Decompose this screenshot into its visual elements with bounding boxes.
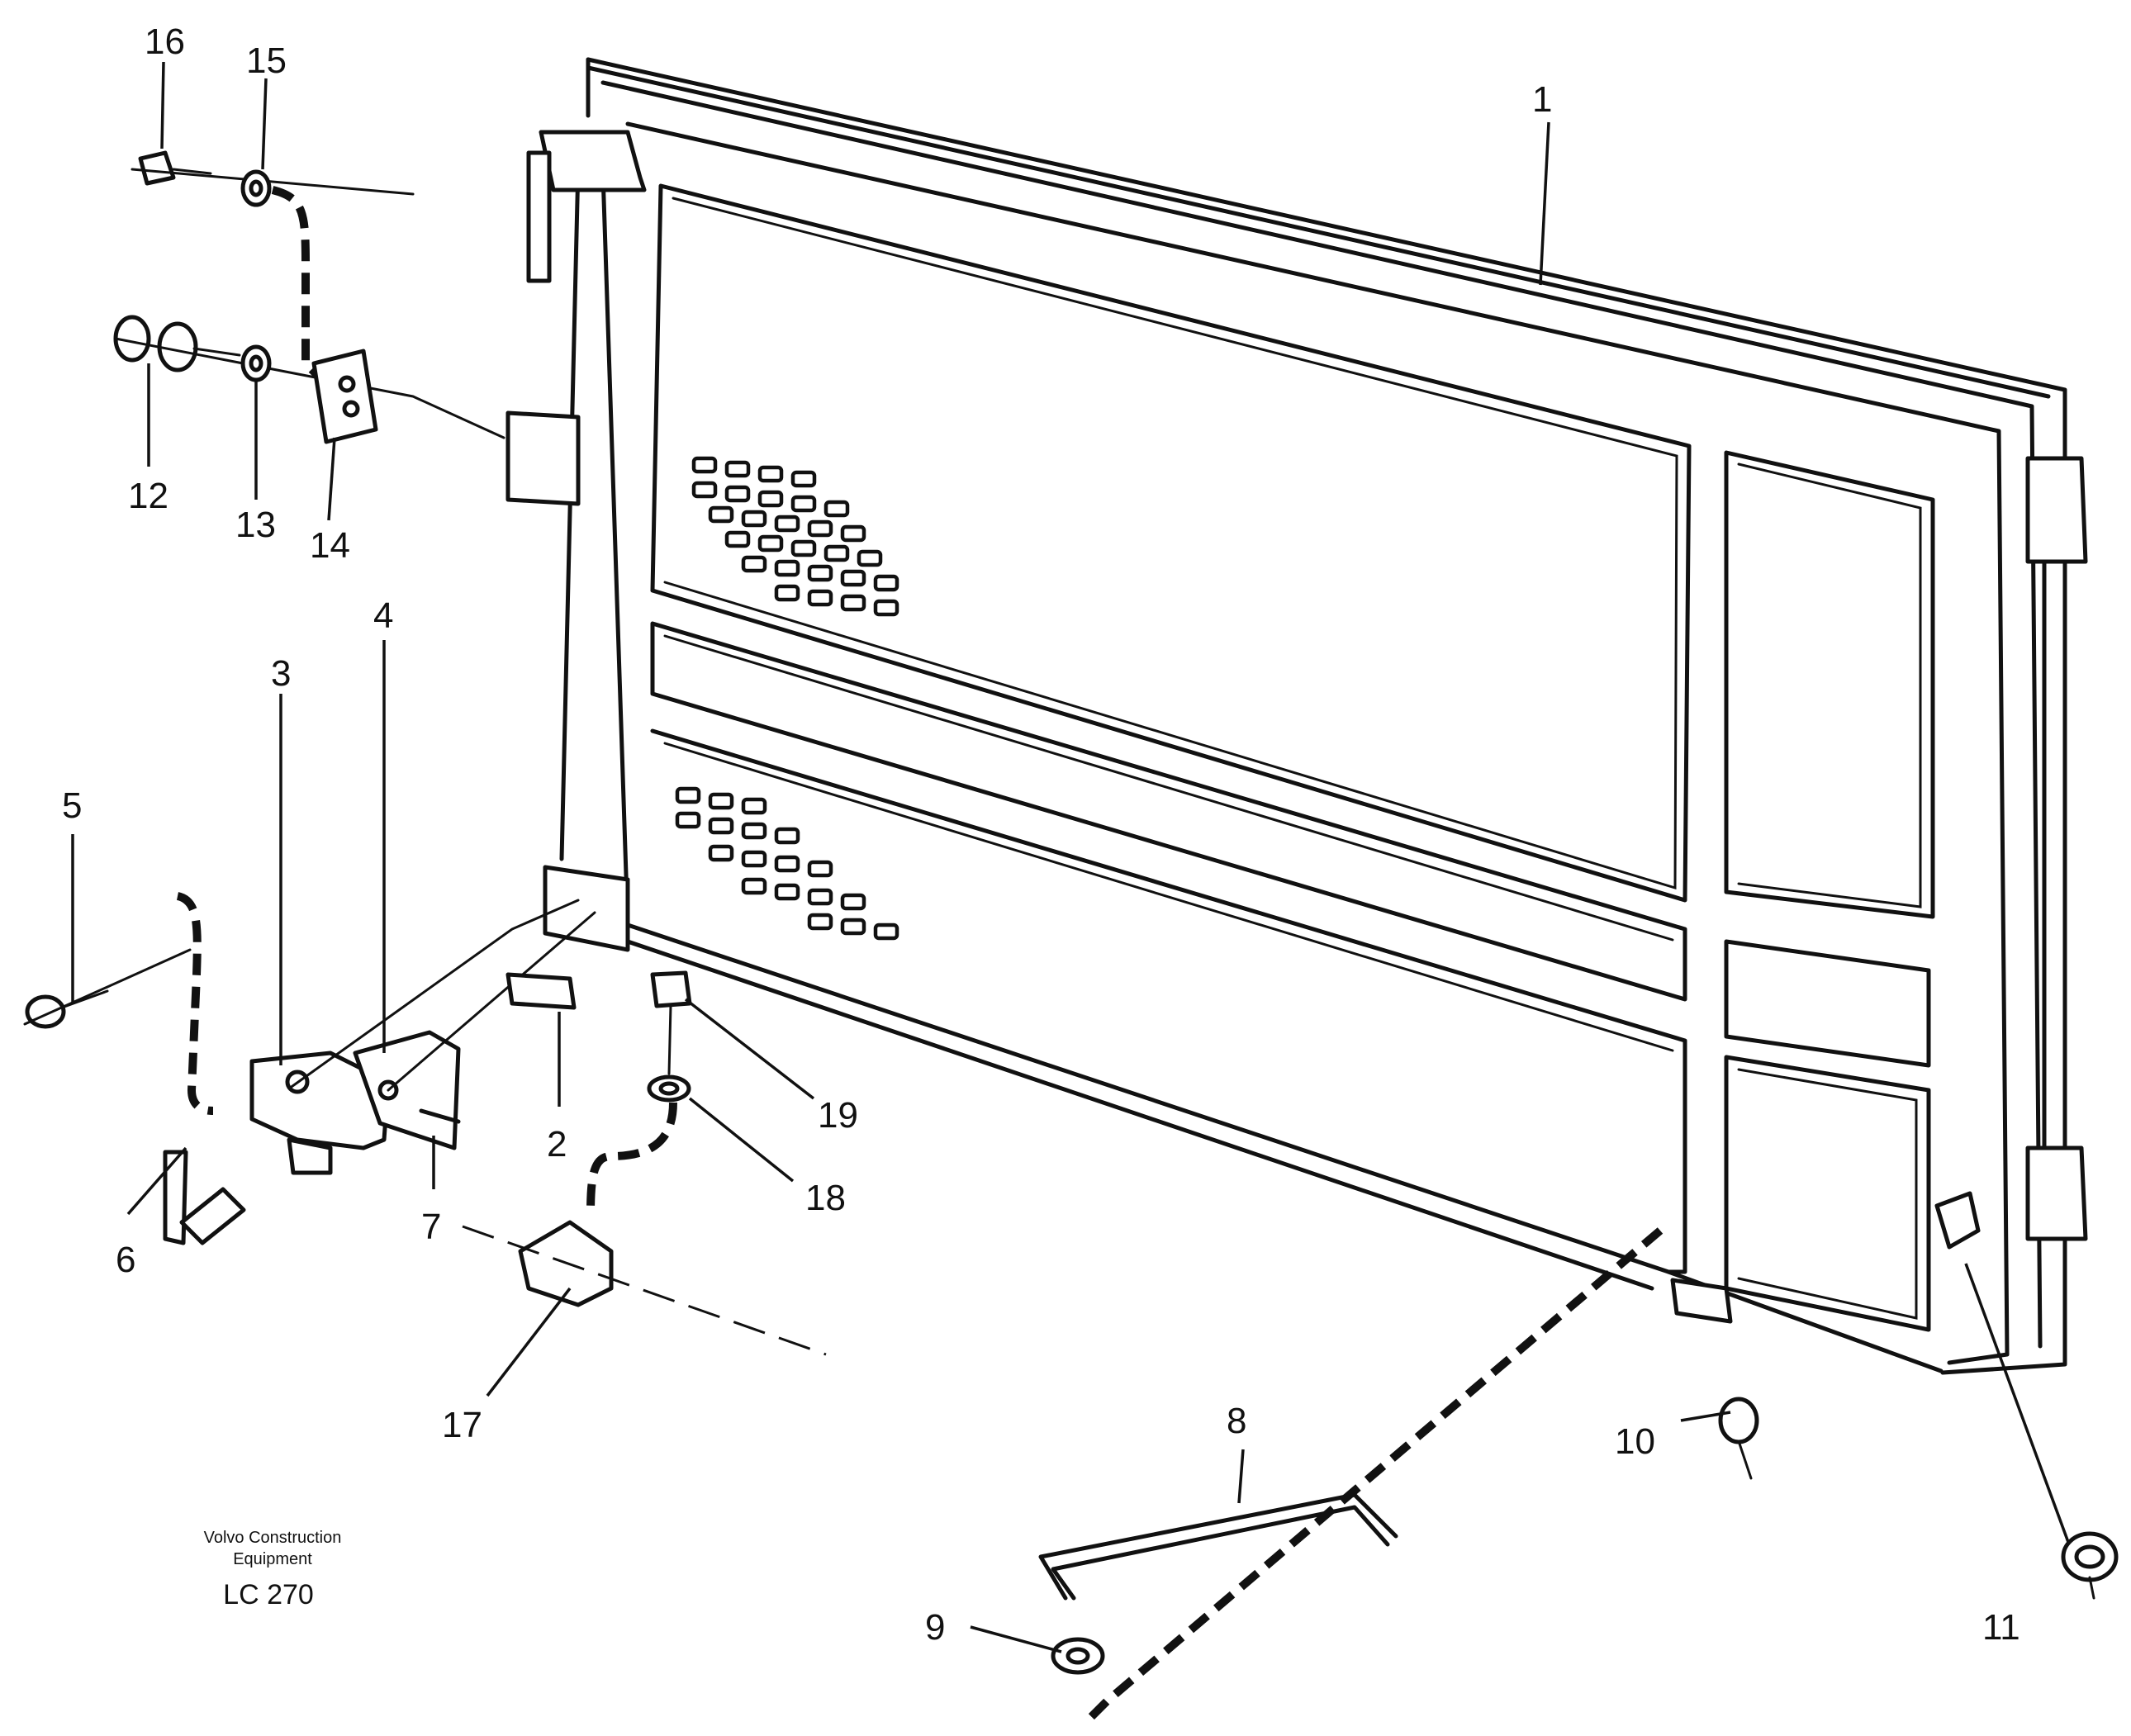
callout-8: 8: [1227, 1401, 1246, 1441]
callout-9: 9: [925, 1607, 945, 1648]
washer-18: [647, 1074, 691, 1103]
bolt-12: [113, 315, 505, 439]
door-panel: [505, 57, 2088, 1375]
callout-4: 4: [373, 595, 393, 636]
callout-10: 10: [1615, 1421, 1655, 1462]
callout-18: 18: [805, 1178, 846, 1218]
callout-12: 12: [128, 476, 168, 516]
bolt-19: [650, 970, 692, 1075]
pin-7: [419, 1108, 461, 1124]
callout-5: 5: [62, 785, 82, 826]
grommet-11: [2061, 1531, 2119, 1600]
screw-5: [23, 948, 192, 1029]
clip-2: [505, 972, 577, 1010]
callout-16: 16: [145, 21, 185, 62]
drawing-code: LC 270: [223, 1579, 314, 1610]
manufacturer-caption: Volvo Construction Equipment LC 270: [204, 1529, 342, 1610]
caption-line1: Volvo Construction: [204, 1529, 342, 1547]
assembly-path-18-17: [586, 1102, 677, 1215]
callout-14: 14: [310, 525, 350, 566]
vent-slots-lower: [675, 786, 899, 941]
block-14: [311, 349, 378, 444]
lock-body-3: [249, 899, 580, 1175]
callout-19: 19: [818, 1095, 858, 1136]
callout-6: 6: [116, 1240, 135, 1280]
washer-9: [1051, 1637, 1105, 1675]
callout-3: 3: [271, 653, 291, 694]
callout-1: 1: [1532, 79, 1552, 120]
bolt-16: [131, 150, 415, 196]
callout-15: 15: [246, 40, 287, 81]
washer-10: [1718, 1397, 1759, 1480]
callout-13: 13: [235, 505, 276, 545]
assembly-path-8: [1087, 1227, 1664, 1721]
axis-line-17: [462, 1225, 827, 1356]
vent-slots-upper: [691, 456, 899, 617]
rod-8: [1038, 1492, 1398, 1601]
callout-7: 7: [421, 1207, 441, 1247]
leader-lines: [71, 61, 2071, 1653]
handle-6: [163, 1150, 246, 1245]
assembly-path-5-3: [176, 892, 214, 1115]
washer-13: [240, 344, 272, 382]
washer-15: [240, 169, 272, 207]
caption-line2: Equipment: [233, 1550, 312, 1568]
assembly-path-15-14: [271, 186, 321, 379]
callout-2: 2: [547, 1124, 567, 1164]
callout-17: 17: [442, 1405, 482, 1445]
callout-labels: 1 2 3 4 5 6 7 8 9 10 11 12 13 14 15 16 1…: [62, 21, 2020, 1648]
plate-4: [353, 911, 596, 1150]
callout-11: 11: [1982, 1607, 2020, 1648]
